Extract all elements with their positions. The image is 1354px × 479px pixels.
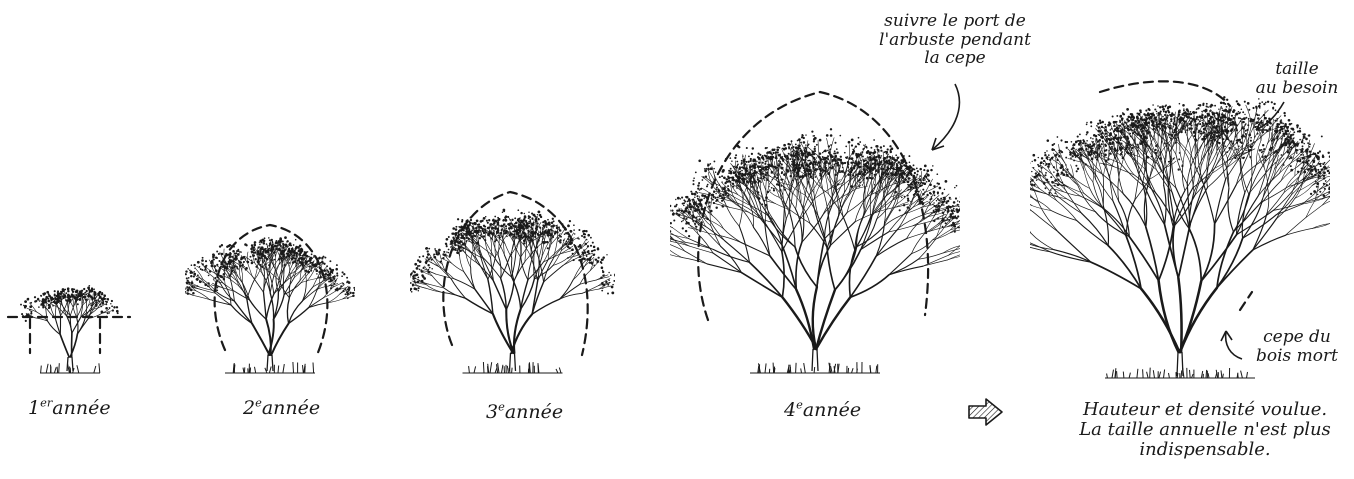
annotation-follow-shape: suivre le port de l'arbuste pendant la c… <box>870 12 1040 68</box>
annotation-line: taille <box>1275 59 1319 79</box>
annotation-line: suivre le port de <box>884 11 1026 31</box>
tree-year-1 <box>6 284 132 374</box>
caption-line: La taille annuelle n'est plus <box>1079 418 1331 440</box>
annotation-line: bois mort <box>1256 345 1338 366</box>
annotation-arrow-prune <box>1255 101 1285 131</box>
annotation-prune-as-needed: taille au besoin <box>1252 60 1342 97</box>
hatched-right-arrow-icon <box>968 398 1003 426</box>
annotation-line: l'arbuste pendant <box>879 29 1031 50</box>
caption-line: indispensable. <box>1139 438 1271 460</box>
final-caption: Hauteur et densité voulue. La taille ann… <box>1070 400 1340 459</box>
annotation-arrow-follow <box>931 83 961 151</box>
annotation-line: la cepe <box>924 48 986 69</box>
stage-label-year-2: 2eannée <box>243 395 321 419</box>
caption-line: Hauteur et densité voulue. <box>1082 399 1328 420</box>
tree-final <box>1030 80 1330 379</box>
tree-year-4 <box>670 90 960 374</box>
annotation-arrow-deadwood <box>1220 330 1243 360</box>
stage-label-year-3: 3eannée <box>486 399 564 423</box>
annotation-line: cepe du <box>1263 327 1331 347</box>
annotation-line: au besoin <box>1255 77 1339 98</box>
stage-label-year-4: 4eannée <box>784 397 862 421</box>
stage-label-year-1: 1erannée <box>28 395 111 419</box>
annotation-deadwood: cepe du bois mort <box>1242 328 1352 365</box>
tree-year-2 <box>185 223 355 374</box>
tree-year-3 <box>410 190 615 374</box>
